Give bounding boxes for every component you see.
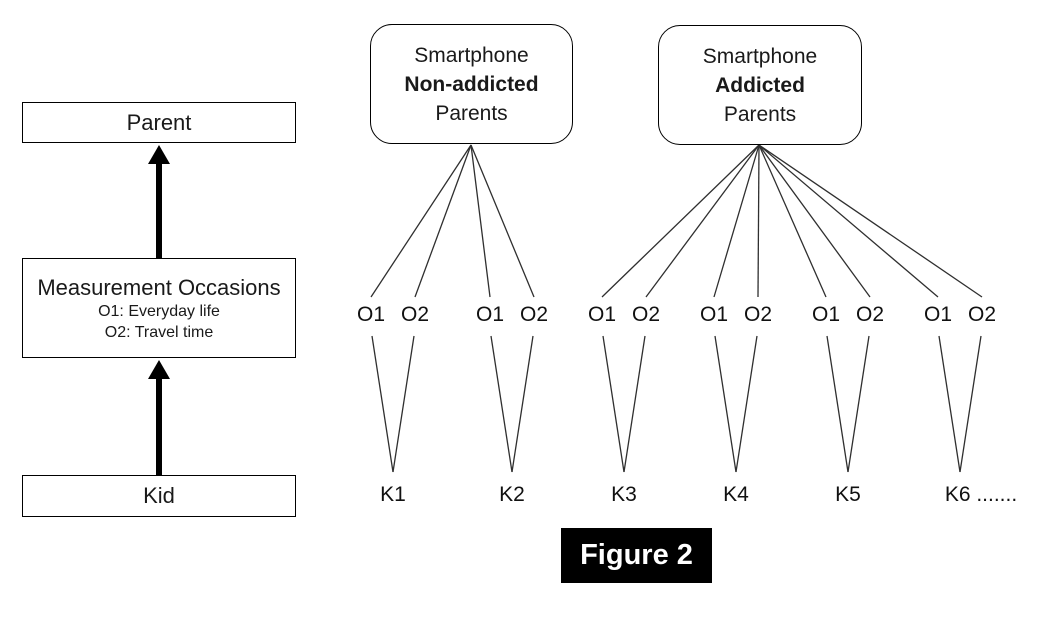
figure-caption: Figure 2 — [561, 528, 712, 583]
kid-label-4: K4 — [723, 483, 749, 506]
occasion-label-o2-2: O2 — [519, 303, 549, 326]
occasion-label-o1-3: O1 — [587, 303, 617, 326]
kid-label-6: K6 ....... — [944, 483, 1018, 506]
group-0-line-2: Non-addicted — [404, 72, 539, 96]
occasion-label-o1-5: O1 — [811, 303, 841, 326]
occasion-label-o1-4: O1 — [699, 303, 729, 326]
kid-box: Kid — [22, 475, 296, 517]
occasion-label-o2-1: O2 — [400, 303, 430, 326]
arrow-head — [148, 360, 170, 379]
group-0-line-1: Smartphone — [414, 43, 529, 67]
figure-caption-label: Figure 2 — [580, 539, 693, 571]
parent-box: Parent — [22, 102, 296, 143]
occasion-label-o2-5: O2 — [855, 303, 885, 326]
arrow-head — [148, 145, 170, 164]
non-addicted-parents-box: Smartphone Non-addicted Parents — [370, 24, 573, 144]
occasion-label-o2-4: O2 — [743, 303, 773, 326]
group-0-line-3: Parents — [435, 101, 508, 125]
addicted-parents-box: Smartphone Addicted Parents — [658, 25, 862, 145]
parent-box-label: Parent — [126, 109, 192, 135]
kid-label-1: K1 — [380, 483, 406, 506]
group-1-line-1: Smartphone — [702, 44, 818, 68]
occasion-2-definition: O2: Travel time — [104, 323, 214, 341]
kid-label-5: K5 — [835, 483, 861, 506]
measurement-occasions-box: Measurement Occasions O1: Everyday life … — [22, 258, 296, 358]
occasion-label-o2-3: O2 — [631, 303, 661, 326]
group-1-line-3: Parents — [723, 102, 797, 126]
group-1-line-2: Addicted — [715, 73, 805, 97]
measurement-occasions-title: Measurement Occasions — [37, 274, 281, 300]
kid-label-2: K2 — [499, 483, 525, 506]
kid-box-label: Kid — [143, 483, 175, 508]
occasion-1-definition: O1: Everyday life — [98, 302, 220, 320]
occasion-label-o1-6: O1 — [923, 303, 953, 326]
kid-label-3: K3 — [611, 483, 637, 506]
occasion-label-o1-2: O1 — [475, 303, 505, 326]
occasion-label-o2-6: O2 — [967, 303, 997, 326]
occasion-label-o1-1: O1 — [356, 303, 386, 326]
